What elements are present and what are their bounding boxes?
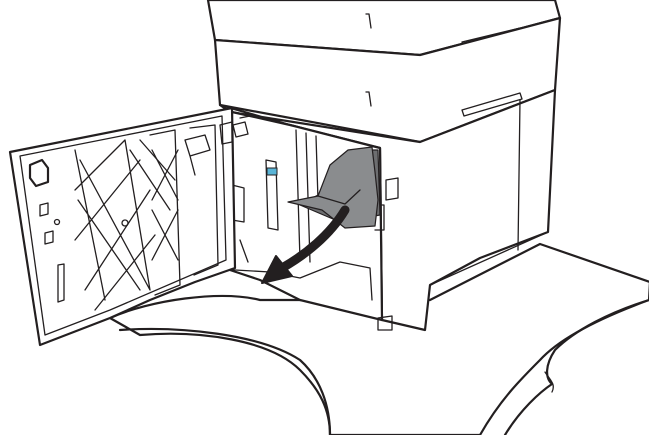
middle-tray-handle — [365, 91, 372, 107]
door-inner-frame — [19, 115, 227, 336]
upper-tray-handle — [365, 13, 372, 29]
arrow-removal-icon — [261, 205, 350, 284]
door-ribs-right — [149, 124, 219, 296]
door-hinge — [219, 121, 233, 145]
cavity-rail-1 — [295, 129, 301, 261]
cavity-latch — [232, 115, 251, 138]
printer-stand — [108, 242, 649, 435]
printer-body — [206, 0, 562, 332]
door-screw — [121, 219, 129, 227]
cavity-blue-tab — [266, 167, 278, 176]
cavity-slot — [265, 159, 279, 231]
open-side-door — [8, 106, 237, 347]
door-bracket — [184, 134, 211, 176]
door-latch — [28, 158, 50, 188]
door-screw-2 — [53, 218, 61, 226]
stand-edge-left — [118, 327, 332, 435]
door-slot-1 — [39, 202, 49, 217]
door-ribs-right-x — [151, 149, 179, 261]
cavity-bottom-clip — [377, 315, 393, 331]
stand-foot — [544, 371, 554, 393]
arrow-head — [261, 255, 293, 284]
cavity-right-clip — [385, 177, 399, 201]
door-slot-2 — [44, 230, 54, 245]
cavity-rail-3 — [315, 135, 319, 201]
cabinet-right-edge — [517, 99, 521, 251]
cavity-floor-guide — [199, 261, 373, 301]
cavity-floor-line — [239, 239, 249, 263]
door-slot-3 — [57, 263, 65, 303]
stand-edge-right — [503, 298, 649, 435]
jammed-paper-fold — [317, 189, 361, 205]
middle-tray-slot — [461, 92, 523, 117]
stand-top-surface — [108, 242, 649, 435]
arrow-shaft — [277, 205, 350, 273]
cabinet-lower-line — [429, 231, 549, 286]
door-rib-pattern — [74, 139, 176, 311]
